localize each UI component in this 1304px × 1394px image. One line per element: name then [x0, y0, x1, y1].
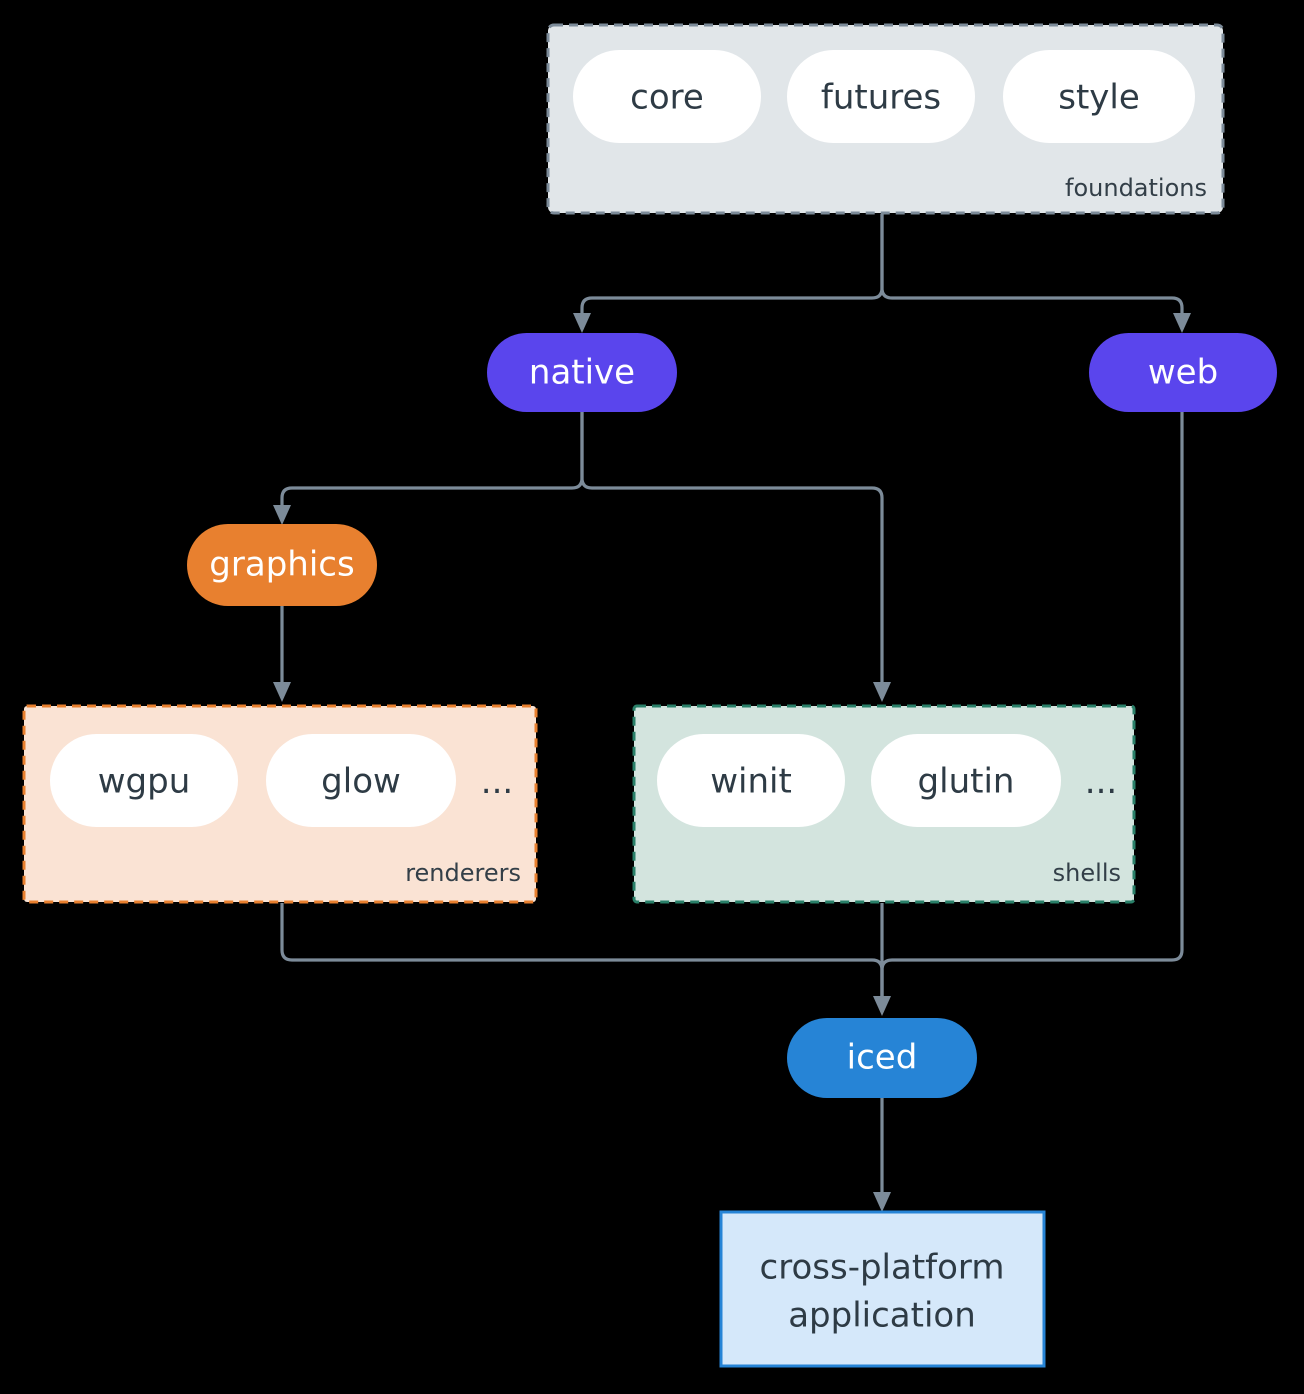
node-wgpu[interactable]: wgpu [50, 734, 238, 827]
edge-native-to-shells [580, 412, 884, 686]
arrowhead-into-iced [873, 996, 891, 1016]
node-core-label: core [630, 78, 704, 118]
arrowhead-native-shells [873, 682, 891, 702]
node-glow[interactable]: glow [266, 734, 456, 827]
node-application-label-line2: application [788, 1296, 976, 1336]
node-web-shape [1089, 333, 1277, 412]
edge-foundations-to-web [880, 214, 1184, 318]
node-core-shape [573, 50, 761, 143]
node-futures-label: futures [821, 78, 941, 118]
node-winit[interactable]: winit [657, 734, 845, 827]
edge-native-to-graphics [280, 412, 584, 510]
node-native[interactable]: native [487, 333, 677, 412]
node-native-shape [487, 333, 677, 412]
node-wgpu-label: wgpu [98, 762, 191, 802]
node-glow-shape [266, 734, 456, 827]
cluster-renderers-label: renderers [405, 859, 521, 887]
arrowhead-native-graphics [273, 505, 291, 525]
node-core[interactable]: core [573, 50, 761, 143]
arrowhead-foundations-native [573, 313, 591, 333]
cluster-shells-label: shells [1053, 859, 1121, 887]
node-iced-label: iced [847, 1038, 918, 1078]
node-iced-shape [787, 1018, 977, 1098]
edge-foundations-to-native [580, 214, 884, 318]
node-iced[interactable]: iced [787, 1018, 977, 1098]
node-glutin-label: glutin [918, 762, 1015, 802]
cluster-shells: winit glutin ... shells [632, 704, 1136, 904]
node-style[interactable]: style [1003, 50, 1195, 143]
node-web-label: web [1148, 353, 1218, 393]
node-futures[interactable]: futures [787, 50, 975, 143]
node-graphics[interactable]: graphics [187, 524, 377, 606]
node-application[interactable]: cross-platform application [719, 1210, 1046, 1368]
edge-layer [273, 214, 1191, 1212]
arrowhead-foundations-web [1173, 313, 1191, 333]
node-shells-ellipsis: ... [1085, 762, 1117, 802]
node-graphics-label: graphics [209, 545, 354, 585]
node-winit-shape [657, 734, 845, 827]
node-web[interactable]: web [1089, 333, 1277, 412]
node-futures-shape [787, 50, 975, 143]
node-wgpu-shape [50, 734, 238, 827]
node-renderers-ellipsis: ... [481, 762, 513, 802]
node-style-shape [1003, 50, 1195, 143]
node-application-label-line1: cross-platform [760, 1248, 1005, 1288]
node-glutin[interactable]: glutin [871, 734, 1061, 827]
cluster-foundations: core futures style foundations [546, 23, 1225, 215]
node-application-shape [719, 1210, 1046, 1368]
arrowhead-graphics-renderers [273, 682, 291, 702]
node-style-label: style [1058, 78, 1140, 118]
node-glow-label: glow [321, 762, 401, 802]
cluster-foundations-label: foundations [1065, 174, 1207, 202]
node-glutin-shape [871, 734, 1061, 827]
edge-web-to-iced [880, 412, 1184, 1000]
node-native-label: native [529, 353, 635, 393]
cluster-renderers: wgpu glow ... renderers [22, 704, 538, 904]
arrowhead-iced-application [873, 1192, 891, 1212]
node-graphics-shape [187, 524, 377, 606]
edge-renderers-to-iced [280, 903, 884, 1000]
node-winit-label: winit [710, 762, 792, 802]
